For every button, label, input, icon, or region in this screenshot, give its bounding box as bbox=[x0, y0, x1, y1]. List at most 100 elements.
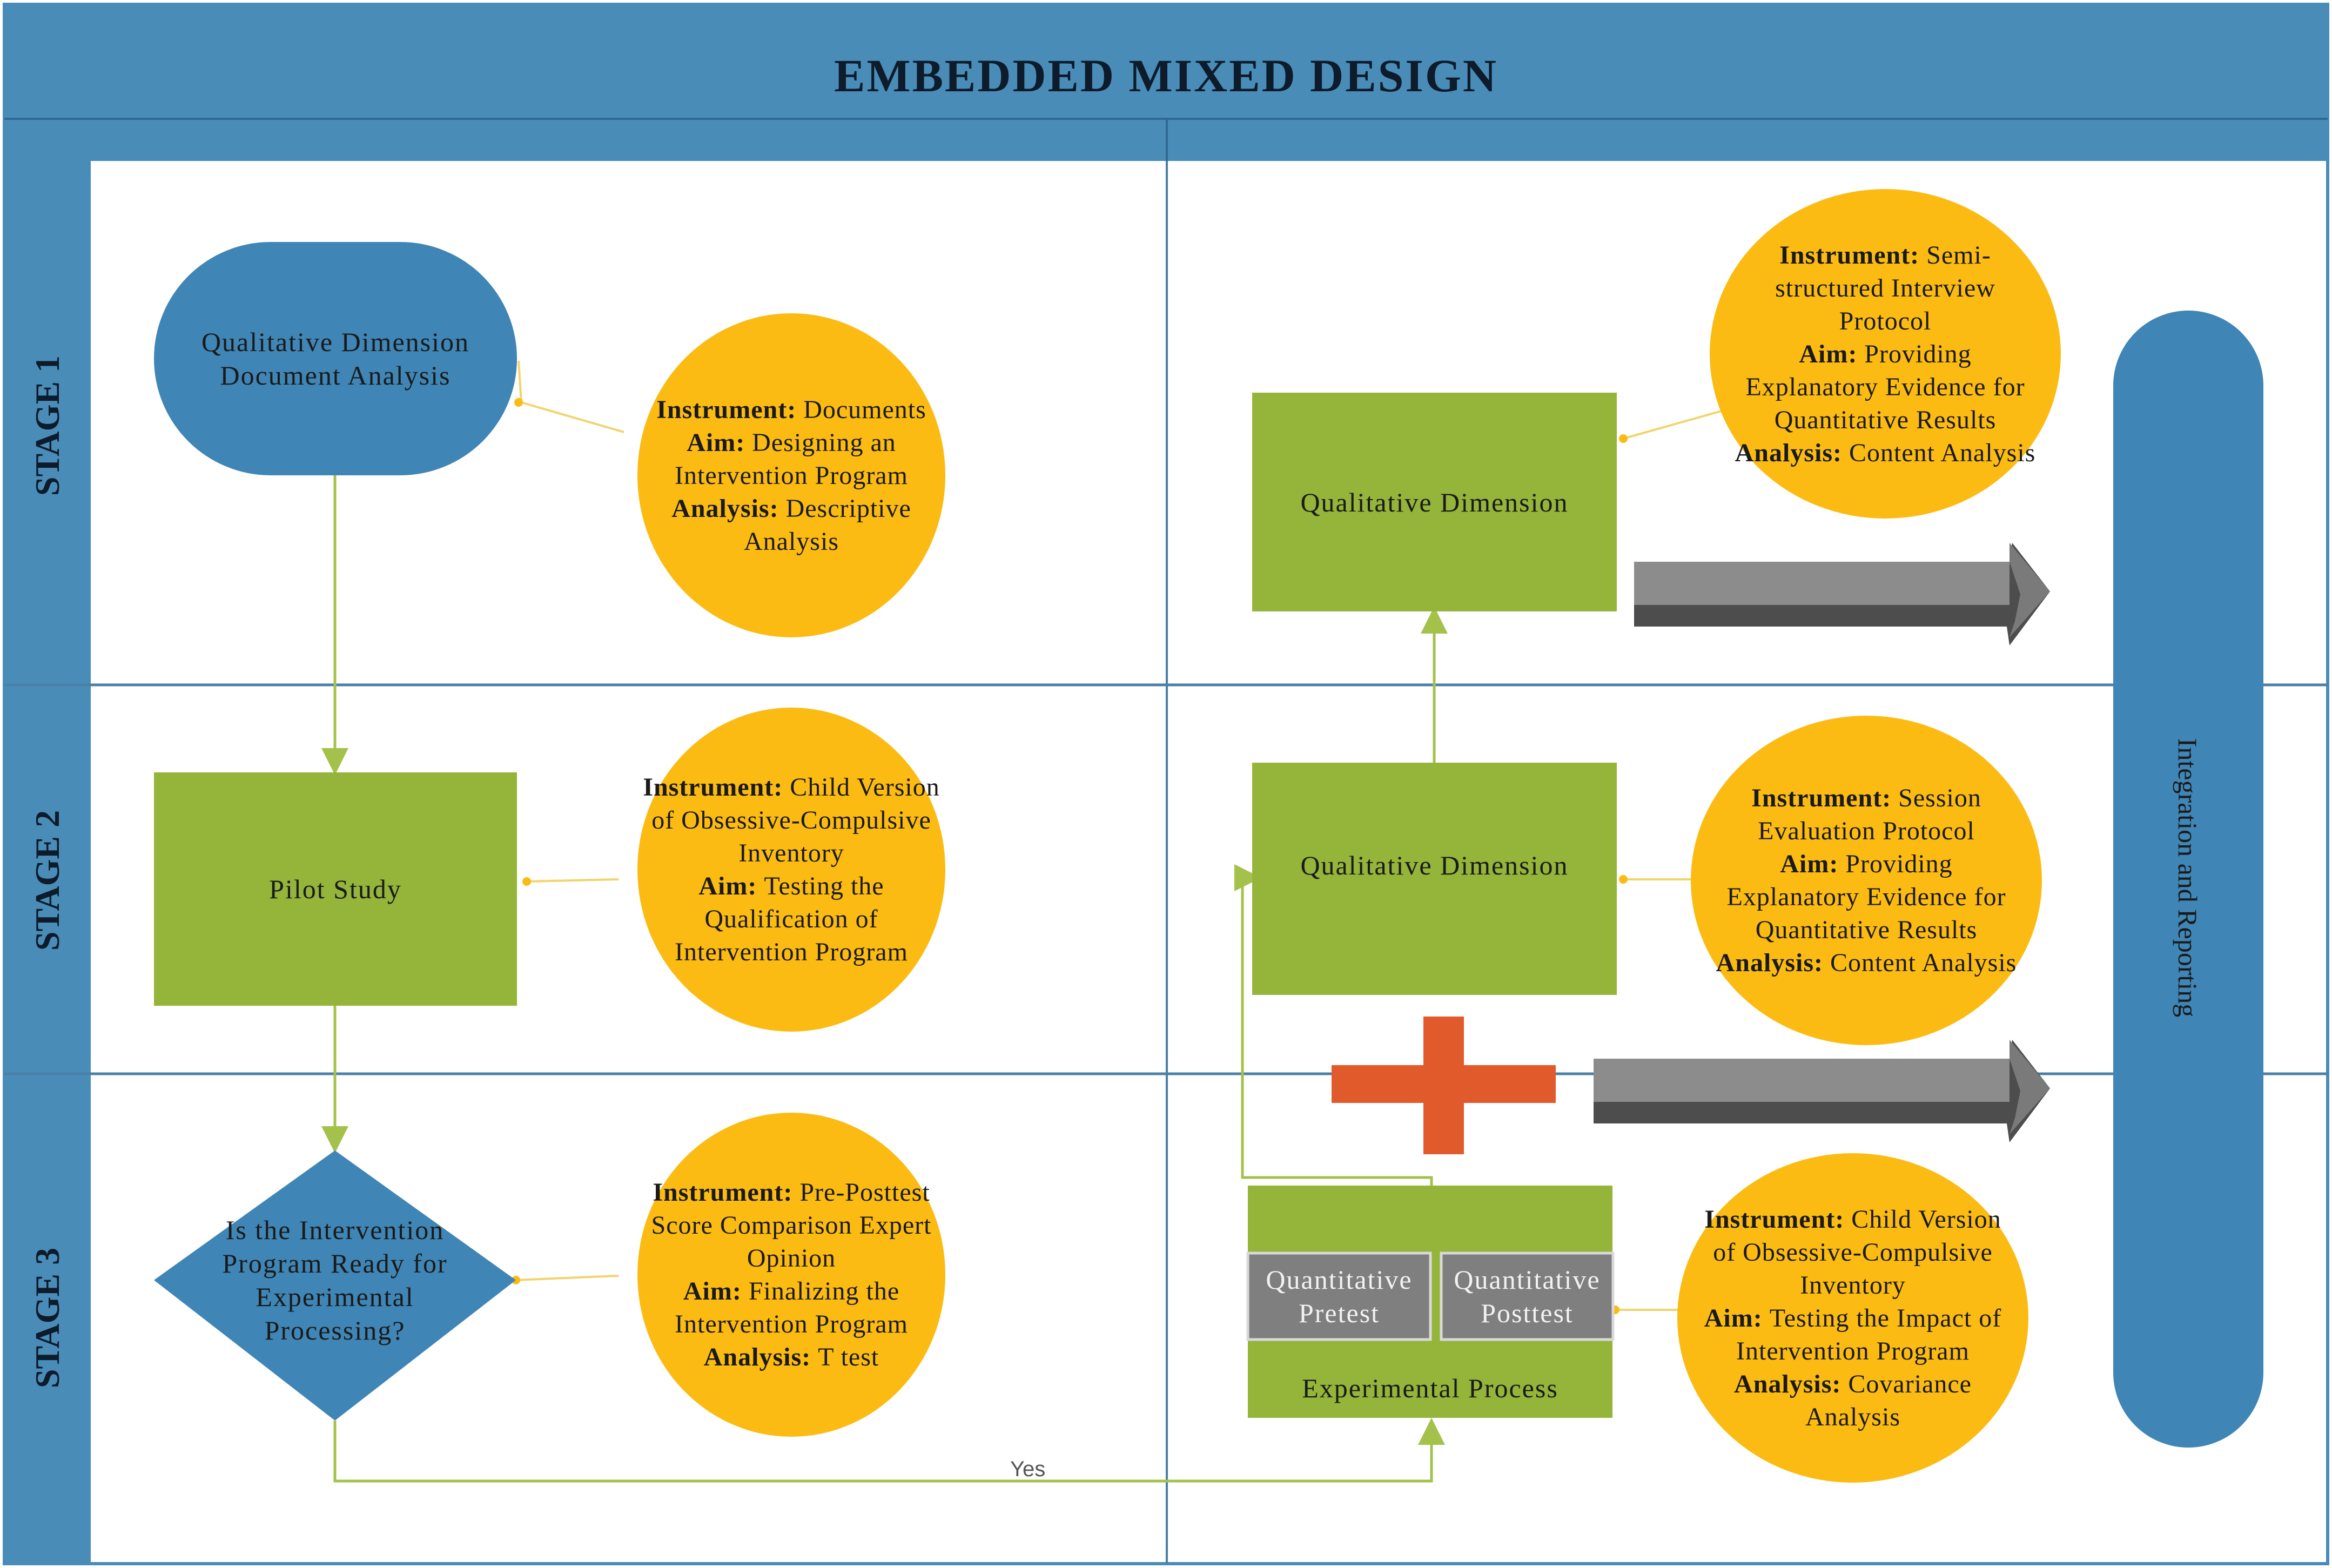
info-line: Analysis: Content Analysis bbox=[1716, 946, 2017, 979]
info-line-text: Testing the Qualification of Interventio… bbox=[675, 872, 908, 966]
link-dot-5 bbox=[1619, 875, 1628, 884]
info-line-label: Aim: bbox=[687, 428, 752, 457]
info-line-text: T test bbox=[818, 1343, 879, 1371]
info-text-3-right: Instrument: Child Version of Obsessive-C… bbox=[1702, 1188, 2004, 1448]
info-text-2-left: Instrument: Child Version of Obsessive-C… bbox=[637, 751, 945, 988]
info-line: Analysis: T test bbox=[704, 1341, 879, 1374]
posttest-label: Quantitative Posttest bbox=[1454, 1264, 1601, 1328]
arrow-stage2-to-integration bbox=[1594, 1040, 2050, 1142]
info-line-text: Child Version of Obsessive-Compulsive In… bbox=[651, 773, 940, 867]
info-line-text: Pre-Posttest Score Comparison Expert Opi… bbox=[651, 1178, 932, 1273]
integration-label: Integration and Reporting bbox=[2173, 738, 2203, 1018]
info-line-text: Child Version of Obsessive-Compulsive In… bbox=[1713, 1204, 2001, 1300]
info-line-text: Semi-structured Interview Protocol bbox=[1775, 240, 1995, 335]
link-dot-4 bbox=[1619, 434, 1628, 443]
pretest-shape bbox=[1246, 1251, 1432, 1341]
info-line: Aim: Testing the Impact of Intervention … bbox=[1702, 1302, 2004, 1368]
info-line-label: Instrument: bbox=[656, 395, 804, 424]
info-line: Aim: Providing Explanatory Evidence for … bbox=[1715, 847, 2018, 946]
info-line-label: Aim: bbox=[1799, 339, 1865, 368]
info-line-label: Aim: bbox=[698, 872, 764, 900]
doc-analysis-label: Qualitative Dimension Document Analysis bbox=[201, 327, 470, 391]
diagram-title: EMBEDDED MIXED DESIGN bbox=[834, 50, 1498, 102]
info-line: Aim: Testing the Qualification of Interv… bbox=[637, 870, 945, 968]
link-dot-2 bbox=[522, 877, 531, 886]
info-line: Aim: Finalizing the Intervention Program bbox=[637, 1275, 945, 1341]
info-line-label: Analysis: bbox=[1734, 1369, 1849, 1398]
info-link-1-left bbox=[518, 360, 522, 403]
info-circle-2-right bbox=[1691, 716, 2042, 1045]
qual-stage2-shape bbox=[1252, 763, 1617, 995]
qual-stage2-label: Qualitative Dimension bbox=[1300, 850, 1569, 880]
info-line-label: Analysis: bbox=[1735, 438, 1850, 467]
stage-column bbox=[4, 161, 91, 1564]
info-line: Instrument: Session Evaluation Protocol bbox=[1715, 782, 2018, 847]
pretest-label: Quantitative Pretest bbox=[1266, 1264, 1413, 1328]
info-line-label: Aim: bbox=[1704, 1303, 1770, 1333]
info-line: Analysis: Content Analysis bbox=[1735, 436, 2036, 469]
qual-stage1-shape bbox=[1252, 393, 1617, 611]
info-circle-3-right bbox=[1677, 1153, 2028, 1483]
info-line-text: Finalizing the Intervention Program bbox=[675, 1277, 908, 1338]
info-line: Instrument: Child Version of Obsessive-C… bbox=[1702, 1203, 2004, 1302]
info-link-1-left-b bbox=[521, 401, 624, 433]
info-line-text: Content Analysis bbox=[1849, 438, 2036, 467]
connector-experiment-to-qual2 bbox=[1234, 864, 1433, 1186]
experimental-process-label: Experimental Process bbox=[1302, 1373, 1558, 1403]
info-line-label: Instrument: bbox=[1704, 1204, 1852, 1234]
info-line-text: Providing Explanatory Evidence for Quant… bbox=[1745, 339, 2025, 434]
info-circle-2-left bbox=[637, 708, 945, 1032]
info-line-text: Testing the Impact of Intervention Progr… bbox=[1736, 1303, 2002, 1365]
plus-icon bbox=[1332, 1017, 1556, 1154]
info-line: Analysis: Descriptive Analysis bbox=[637, 492, 945, 558]
decision-label: Is the Intervention Program Ready for Ex… bbox=[222, 1215, 448, 1345]
pilot-study-label: Pilot Study bbox=[269, 874, 402, 904]
info-line: Instrument: Pre-Posttest Score Compariso… bbox=[637, 1176, 945, 1275]
info-line-text: Covariance Analysis bbox=[1805, 1369, 1972, 1431]
info-line: Analysis: Covariance Analysis bbox=[1702, 1368, 2004, 1434]
info-line-text: Providing Explanatory Evidence for Quant… bbox=[1726, 850, 2006, 944]
info-line-label: Analysis: bbox=[703, 1343, 818, 1371]
info-line: Aim: Designing an Intervention Program bbox=[637, 426, 945, 492]
info-line-label: Instrument: bbox=[1751, 784, 1899, 812]
integration-shape bbox=[2113, 311, 2263, 1448]
connector-decision-to-experiment bbox=[333, 1418, 1445, 1483]
info-line-text: Session Evaluation Protocol bbox=[1758, 784, 1981, 845]
info-link-3-left bbox=[515, 1275, 619, 1281]
info-line-text: Descriptive Analysis bbox=[744, 494, 911, 556]
info-circle-3-left bbox=[637, 1113, 945, 1437]
info-line-label: Instrument: bbox=[653, 1178, 800, 1207]
yes-label: Yes bbox=[1010, 1457, 1046, 1481]
qual-stage1-label: Qualitative Dimension bbox=[1300, 487, 1569, 517]
info-line: Instrument: Documents bbox=[656, 393, 926, 426]
info-circle-1-right bbox=[1710, 189, 2061, 519]
info-line-label: Instrument: bbox=[643, 773, 790, 802]
info-line-label: Analysis: bbox=[671, 494, 786, 523]
pilot-study-shape bbox=[154, 772, 517, 1006]
info-line: Aim: Providing Explanatory Evidence for … bbox=[1734, 338, 2037, 436]
link-dot-1 bbox=[514, 398, 523, 407]
info-line-label: Aim: bbox=[1780, 850, 1846, 878]
info-link-1-right bbox=[1623, 409, 1724, 440]
info-line-text: Designing an Intervention Program bbox=[675, 428, 908, 490]
info-link-2-left bbox=[526, 878, 619, 883]
info-line: Instrument: Child Version of Obsessive-C… bbox=[637, 771, 945, 870]
decision-shape bbox=[154, 1150, 516, 1421]
info-line-text: Content Analysis bbox=[1830, 948, 2017, 977]
info-line: Instrument: Semi-structured Interview Pr… bbox=[1734, 239, 2037, 338]
info-text-3-left: Instrument: Pre-Posttest Score Compariso… bbox=[637, 1150, 945, 1399]
info-text-1-right: Instrument: Semi-structured Interview Pr… bbox=[1734, 205, 2037, 502]
arrow-stage1-to-integration bbox=[1634, 543, 2050, 645]
stage-3-label: STAGE 3 bbox=[28, 1247, 66, 1389]
doc-analysis-shape bbox=[154, 242, 517, 475]
stage-2-label: STAGE 2 bbox=[28, 810, 66, 951]
info-circle-1-left bbox=[637, 313, 945, 637]
info-line-label: Aim: bbox=[683, 1277, 749, 1305]
posttest-shape bbox=[1440, 1251, 1615, 1341]
info-line-label: Analysis: bbox=[1716, 948, 1831, 977]
stage-1-label: STAGE 1 bbox=[28, 355, 66, 496]
